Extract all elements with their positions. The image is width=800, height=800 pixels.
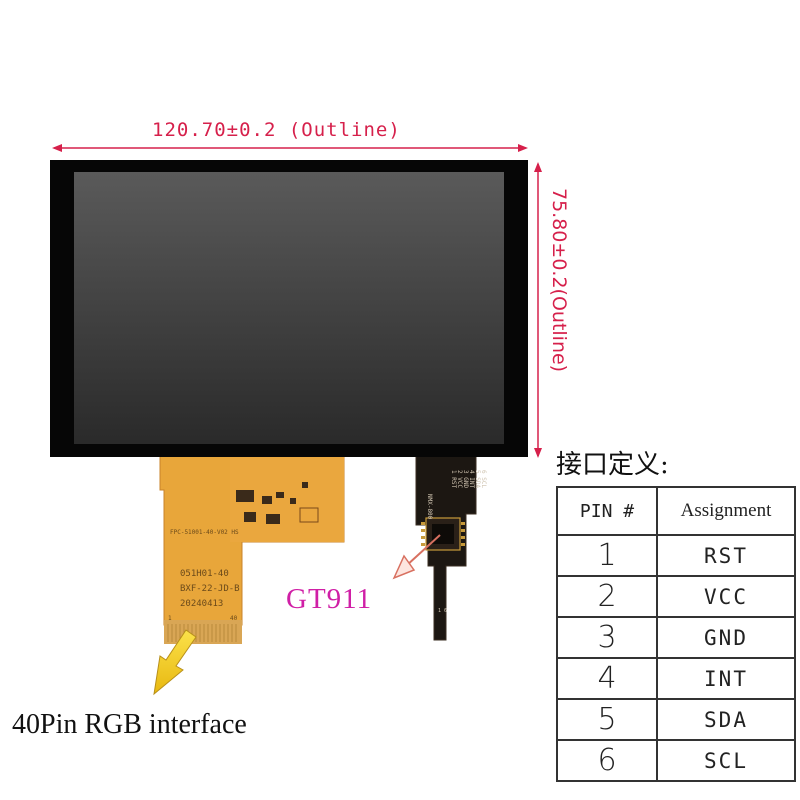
pin-table-title: 接口定义: xyxy=(556,450,669,480)
touch-fpc-cable: 1 RST 2 VCC 3 GND 4 INT 5 SDA 6 SCL NMX-… xyxy=(415,455,487,641)
width-dimension-line xyxy=(52,144,528,152)
touch-fpc-pin-labels: 1 RST 2 VCC 3 GND 4 INT 5 SDA 6 SCL xyxy=(450,470,487,488)
fpc-part-number: FPC-51001-40-V02 HS xyxy=(170,529,239,536)
table-row: 6 SCL xyxy=(556,739,796,782)
svg-text:5 SDA: 5 SDA xyxy=(474,470,481,488)
pin-number: 2 xyxy=(556,575,658,618)
table-row: 3 GND xyxy=(556,616,796,659)
touch-fpc-pin1-mark: 1 xyxy=(438,608,441,614)
table-row: 4 INT xyxy=(556,657,796,700)
pin-assignment-table: PIN # Assignment 1 RST 2 VCC 3 GND 4 INT… xyxy=(556,486,796,782)
table-row: 2 VCC xyxy=(556,575,796,618)
touch-ic-label: GT911 xyxy=(286,583,373,615)
table-row: 1 RST xyxy=(556,534,796,577)
svg-text:1 RST: 1 RST xyxy=(450,470,457,488)
pin-number: 6 xyxy=(556,739,658,782)
pin-table-header: PIN # Assignment xyxy=(556,486,796,536)
pin-signal: RST xyxy=(656,534,796,577)
touch-fpc-code: NMX-800 xyxy=(426,494,433,520)
pin-column-header: PIN # xyxy=(556,486,658,536)
assignment-column-header: Assignment xyxy=(656,486,796,536)
fpc-pin40-mark: 40 xyxy=(230,615,238,622)
interface-pointer-arrow xyxy=(153,629,197,696)
gt911-pointer-arrow xyxy=(392,534,441,580)
fpc-components xyxy=(236,482,319,524)
fpc-marking-line-2: BXF-22-JD-B xyxy=(180,584,240,594)
table-row: 5 SDA xyxy=(556,698,796,741)
pin-signal: SCL xyxy=(656,739,796,782)
height-dimension-label: 75.80±0.2(Outline) xyxy=(548,188,570,373)
svg-text:3 GND: 3 GND xyxy=(462,470,469,488)
pin-number: 5 xyxy=(556,698,658,741)
height-dimension-line xyxy=(534,162,542,458)
pin-number: 3 xyxy=(556,616,658,659)
pin-signal: GND xyxy=(656,616,796,659)
lcd-active-area xyxy=(74,172,504,444)
fpc-marking-line-1: 051H01-40 xyxy=(180,569,229,579)
main-fpc-cable: FPC-51001-40-V02 HS 051H01-40 BXF-22-JD-… xyxy=(159,455,345,644)
width-dimension-label: 120.70±0.2 (Outline) xyxy=(152,119,401,141)
svg-text:4 INT: 4 INT xyxy=(468,470,475,488)
fpc-gold-fingers xyxy=(167,624,237,642)
lcd-module xyxy=(50,160,528,457)
fpc-pin1-mark: 1 xyxy=(168,615,172,622)
pin-signal: SDA xyxy=(656,698,796,741)
pin-number: 4 xyxy=(556,657,658,700)
pin-number: 1 xyxy=(556,534,658,577)
svg-text:2 VCC: 2 VCC xyxy=(456,470,463,488)
touch-fpc-pin6-mark: 6 xyxy=(444,608,447,614)
pin-signal: INT xyxy=(656,657,796,700)
fpc-marking-line-3: 20240413 xyxy=(180,599,223,609)
pin-signal: VCC xyxy=(656,575,796,618)
svg-text:6 SCL: 6 SCL xyxy=(480,470,487,488)
interface-label: 40Pin RGB interface xyxy=(12,709,247,740)
